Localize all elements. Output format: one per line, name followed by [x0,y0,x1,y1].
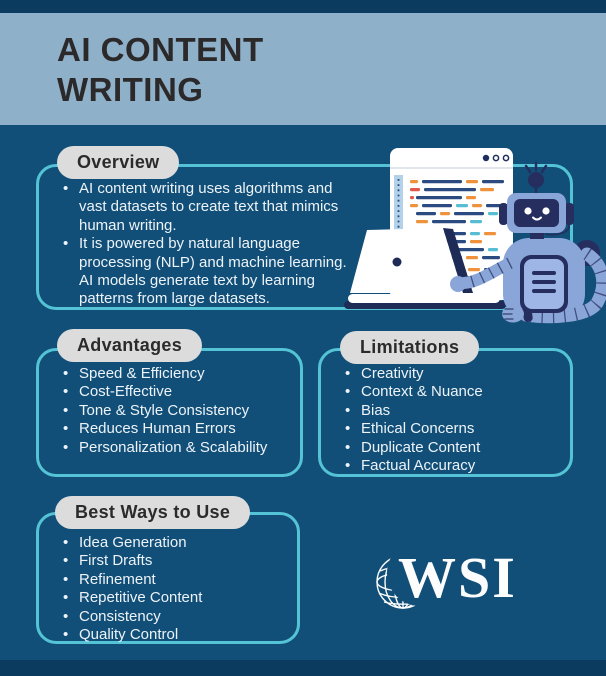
robot-headset-mic [544,223,570,236]
advantages-list: Speed & Efficiency Cost-Effective Tone &… [62,365,267,457]
page-title: AI CONTENT WRITING [57,31,264,108]
list-item: First Drafts [62,552,202,571]
list-item: Reduces Human Errors [62,420,267,439]
top-edge-strip [0,0,606,13]
list-item: Cost-Effective [62,383,267,402]
list-item: Repetitive Content [62,589,202,608]
robot-ear [565,203,574,225]
robot-coding-illustration [344,148,606,324]
robot-face-screen [514,199,559,227]
list-item: Idea Generation [62,534,202,553]
robot-icon [450,161,606,324]
overview-title-pill: Overview [57,146,180,179]
list-item: Speed & Efficiency [62,365,267,384]
list-item: Personalization & Scalability [62,439,267,458]
list-item: Factual Accuracy [344,457,483,476]
list-item: Consistency [62,608,202,627]
limitations-title-pill: Limitations [340,331,480,364]
list-item: Creativity [344,365,483,384]
wsi-wordmark: WSI [398,545,517,610]
list-item: It is powered by natural language proces… [62,235,364,309]
list-item: AI content writing uses algorithms and v… [62,180,364,235]
header-band [0,13,606,125]
robot-hand [502,305,524,323]
robot-left-arm [458,257,516,289]
robot-eye [524,207,532,215]
wsi-globe-icon [376,555,430,609]
window-dot-icon [492,154,500,162]
window-dot-icon [482,154,490,162]
window-dot-icon [502,154,510,162]
robot-ear [499,203,508,225]
robot-smile [532,216,542,221]
list-item: Refinement [62,571,202,590]
best-ways-title-pill: Best Ways to Use [55,496,251,529]
list-item: Quality Control [62,626,202,645]
robot-right-arm [519,247,606,324]
laptop-icon [344,228,506,309]
wsi-logo: WSI [372,546,542,618]
robot-left-hand [450,276,466,292]
overview-list: AI content writing uses algorithms and v… [62,180,364,309]
best-ways-list: Idea Generation First Drafts Refinement … [62,534,202,645]
bottom-edge-strip [0,660,606,676]
robot-eye [542,207,550,215]
list-item: Tone & Style Consistency [62,402,267,421]
limitations-list: Creativity Context & Nuance Bias Ethical… [344,365,483,476]
list-item: Duplicate Content [344,439,483,458]
list-item: Context & Nuance [344,383,483,402]
advantages-title-pill: Advantages [57,329,203,362]
robot-neck [530,231,544,239]
list-item: Ethical Concerns [344,420,483,439]
list-item: Bias [344,402,483,421]
